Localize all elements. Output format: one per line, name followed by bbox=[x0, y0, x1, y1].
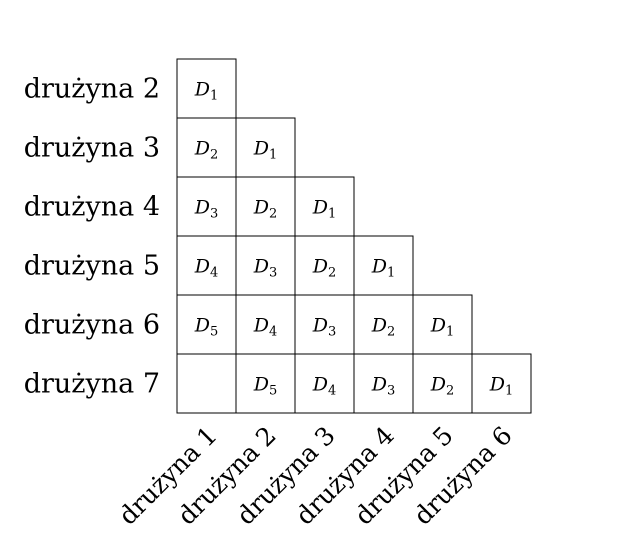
cell-value: D3 bbox=[253, 256, 278, 281]
cell-value: D4 bbox=[253, 315, 278, 340]
grid-cell bbox=[235, 353, 296, 414]
cell-value: D2 bbox=[430, 374, 455, 399]
cell-value: D4 bbox=[312, 374, 337, 399]
grid-cell bbox=[353, 235, 414, 296]
row-label: drużyna 2 bbox=[24, 74, 160, 105]
grid-cell bbox=[353, 294, 414, 355]
grid-cell bbox=[294, 235, 355, 296]
cell-value: D2 bbox=[194, 138, 219, 163]
grid-cell bbox=[176, 294, 237, 355]
cell-value: D1 bbox=[489, 374, 514, 399]
cell-value: D3 bbox=[194, 197, 219, 222]
cell-value: D5 bbox=[194, 315, 219, 340]
grid-cell bbox=[176, 235, 237, 296]
row-label: drużyna 4 bbox=[24, 192, 160, 223]
grid-cell bbox=[471, 353, 532, 414]
grid-cell bbox=[235, 294, 296, 355]
grid-cell bbox=[235, 117, 296, 178]
cell-value: D3 bbox=[312, 315, 337, 340]
cell-value: D2 bbox=[312, 256, 337, 281]
cell-value: D5 bbox=[253, 374, 278, 399]
grid-cell bbox=[176, 353, 237, 414]
cell-value: D1 bbox=[194, 79, 219, 104]
grid-cell bbox=[235, 235, 296, 296]
grid-cell bbox=[353, 353, 414, 414]
row-label: drużyna 5 bbox=[24, 251, 160, 282]
cell-value: D2 bbox=[371, 315, 396, 340]
cell-value: D3 bbox=[371, 374, 396, 399]
grid-cell bbox=[294, 176, 355, 237]
cell-value: D2 bbox=[253, 197, 278, 222]
cell-value: D1 bbox=[312, 197, 337, 222]
cell-value: D1 bbox=[253, 138, 278, 163]
row-labels: drużyna 2 drużyna 3 drużyna 4 drużyna 5 druż… bbox=[24, 74, 160, 400]
grid-cell bbox=[294, 353, 355, 414]
grid-cell bbox=[176, 58, 237, 119]
row-label: drużyna 6 bbox=[24, 310, 160, 341]
grid-cell bbox=[412, 353, 473, 414]
grid-cell bbox=[412, 294, 473, 355]
cell-value: D4 bbox=[194, 256, 219, 281]
cell-value: D1 bbox=[371, 256, 396, 281]
grid-cell bbox=[176, 176, 237, 237]
grid-cell bbox=[176, 117, 237, 178]
grid-cell bbox=[294, 294, 355, 355]
cell-value: D1 bbox=[430, 315, 455, 340]
row-label: drużyna 3 bbox=[24, 133, 160, 164]
row-label: drużyna 7 bbox=[24, 369, 160, 400]
